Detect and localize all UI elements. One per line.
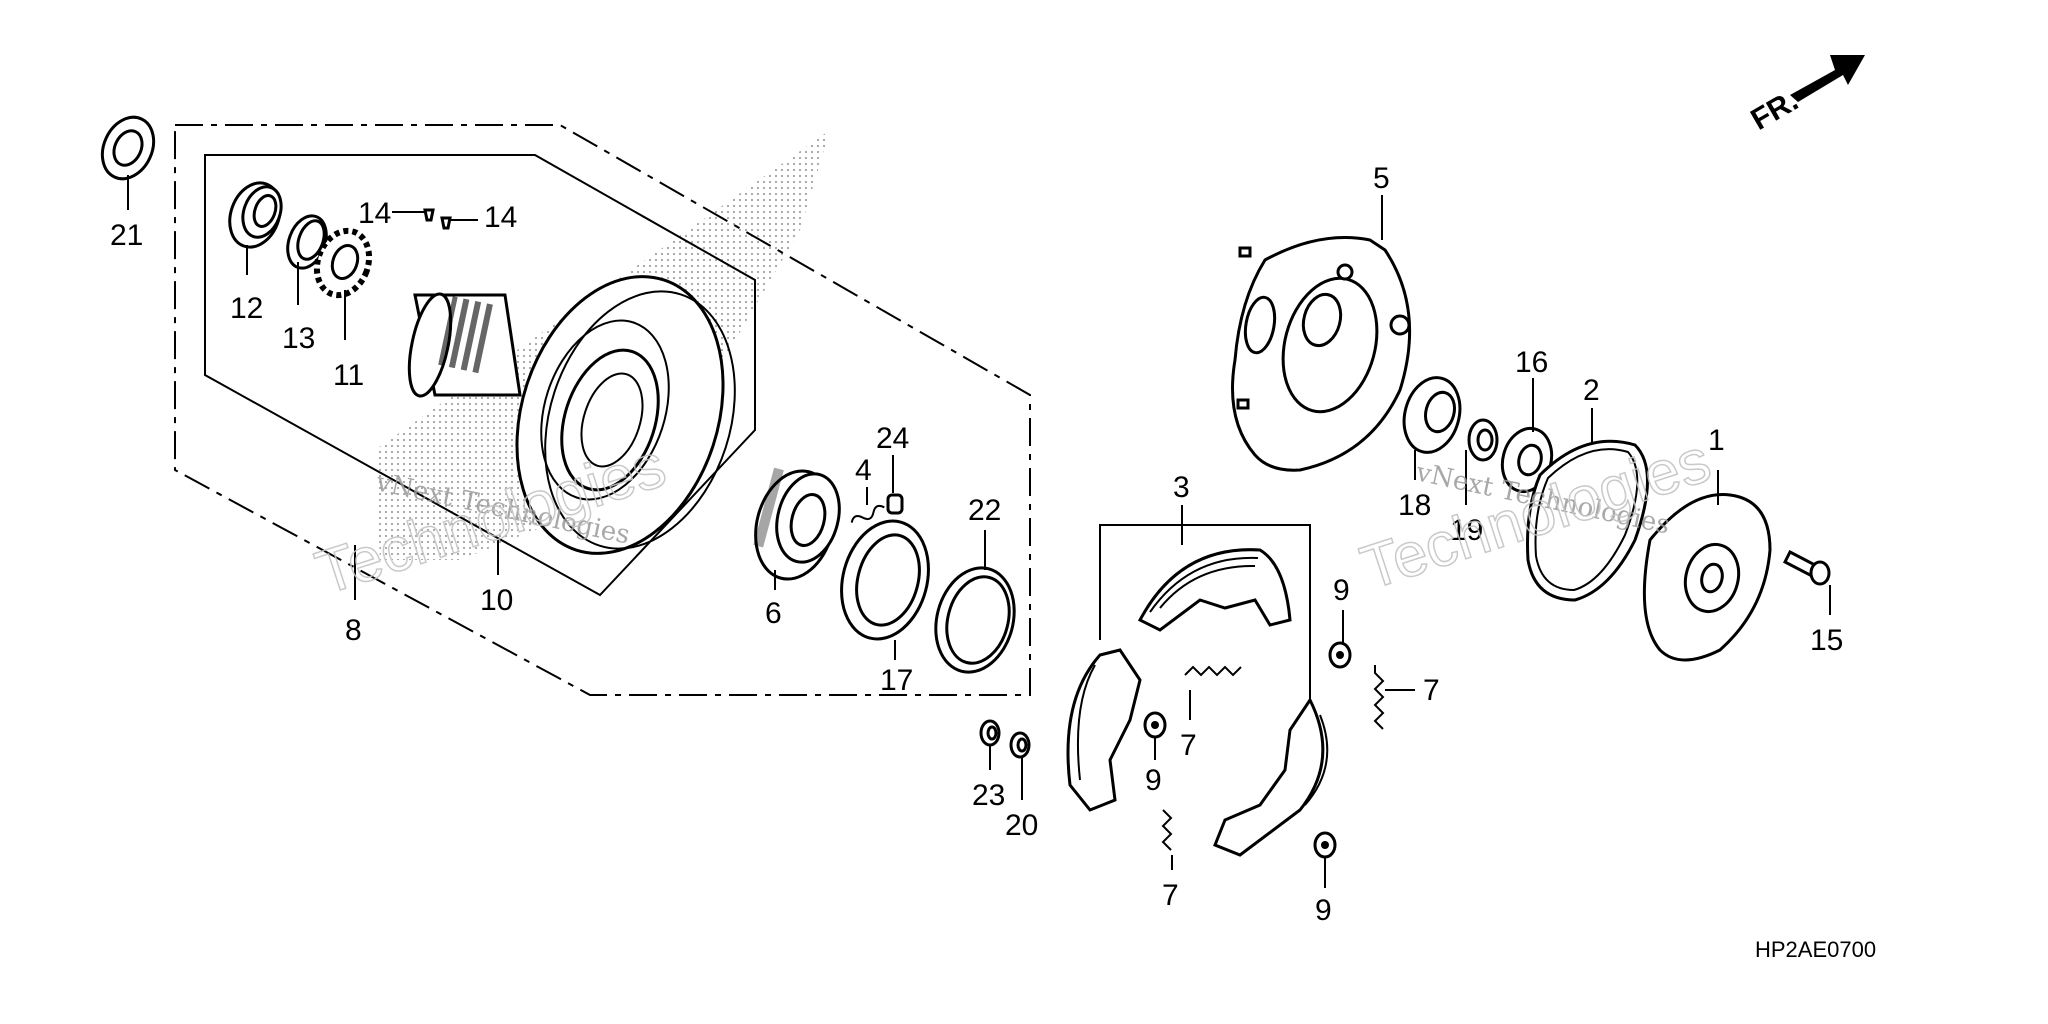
callout-18: 18: [1398, 489, 1431, 522]
part-19-washer: [1467, 418, 1499, 462]
part-7-spring-a: [1184, 665, 1242, 677]
part-5-drive-plate: [1231, 236, 1412, 472]
part-9-nut-a: [1143, 711, 1167, 739]
part-7-spring-c: [1161, 809, 1173, 851]
callout-16: 16: [1515, 346, 1548, 379]
callout-24: 24: [876, 422, 909, 455]
part-3-clutch-shoe-left: [1066, 648, 1142, 812]
part-7-spring-b: [1373, 665, 1385, 730]
callout-12: 12: [230, 292, 263, 325]
callout-6: 6: [765, 597, 782, 630]
part-6-one-way-clutch: [753, 467, 841, 581]
callout-13: 13: [282, 322, 315, 355]
callout-9-b: 9: [1333, 574, 1350, 607]
callout-8: 8: [345, 614, 362, 647]
callout-14-right: 14: [484, 201, 517, 234]
part-21-washer: [100, 115, 156, 181]
callout-22: 22: [968, 494, 1001, 527]
part-3-clutch-shoe-right: [1213, 697, 1329, 857]
part-15-bolt: [1782, 549, 1831, 586]
part-11-gear: [313, 227, 373, 299]
front-direction-arrow: FR.: [1746, 55, 1865, 137]
callout-21: 21: [110, 219, 143, 252]
callout-20: 20: [1005, 809, 1038, 842]
part-3-clutch-shoe-upper: [1137, 548, 1292, 632]
callout-19: 19: [1450, 514, 1483, 547]
callout-7-b: 7: [1423, 674, 1440, 707]
part-2-gasket: [1526, 439, 1649, 602]
callout-15: 15: [1810, 624, 1843, 657]
part-10-clutch-drum: [407, 275, 736, 555]
callout-17: 17: [880, 664, 913, 697]
part-4-spring: [850, 504, 885, 523]
part-22-snap-ring: [934, 566, 1016, 674]
part-20-washer: [1009, 731, 1031, 759]
callout-4: 4: [855, 454, 872, 487]
callout-9-a: 9: [1145, 764, 1162, 797]
callout-7-a: 7: [1180, 729, 1197, 762]
callout-9-c: 9: [1315, 894, 1332, 927]
callout-1: 1: [1708, 424, 1725, 457]
callout-5: 5: [1373, 162, 1390, 195]
arrow-icon: [1790, 55, 1865, 102]
callout-10: 10: [480, 584, 513, 617]
part-18-collar: [1402, 376, 1462, 454]
part-1-cover: [1642, 493, 1772, 662]
callout-3: 3: [1173, 471, 1190, 504]
callout-2: 2: [1583, 374, 1600, 407]
callout-23: 23: [972, 779, 1005, 812]
direction-label: FR.: [1746, 84, 1804, 137]
part-23-washer: [979, 719, 1001, 747]
part-12-seal: [228, 181, 283, 249]
assembly-box-8: [174, 124, 1031, 696]
diagram-code: HP2AE0700: [1755, 937, 1876, 962]
part-9-nut-c: [1313, 831, 1337, 859]
callout-labels: 21 12 13 11 14 14 10 8 6 4 24 17 22 23 2…: [110, 162, 1843, 927]
callout-14-left: 14: [358, 197, 391, 230]
assembly-box-10: [204, 154, 756, 597]
leader-lines: [127, 175, 1831, 888]
part-14-pins: [423, 208, 452, 230]
assembly-box-3: [1099, 524, 1311, 710]
part-24-pin: [886, 493, 904, 515]
part-9-nut-b: [1328, 641, 1352, 669]
part-17-plate: [840, 519, 930, 641]
callout-11: 11: [333, 359, 364, 392]
callout-7-c: 7: [1162, 879, 1179, 912]
